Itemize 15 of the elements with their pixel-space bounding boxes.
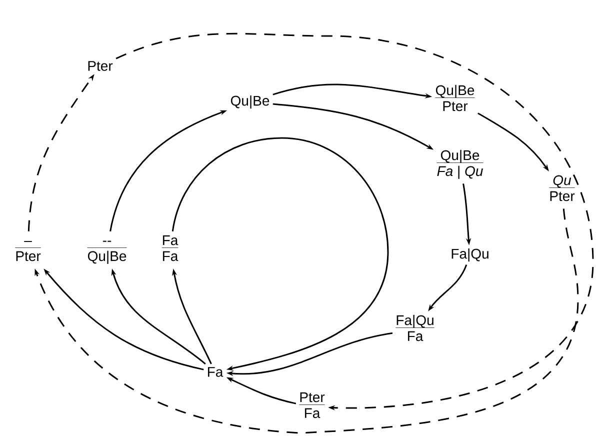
fraction-label: Fa|Qu Fa	[395, 314, 435, 342]
fraction-label: -- Qu|Be	[87, 240, 127, 264]
term-label: Qu|Be	[230, 95, 270, 109]
fraction-label: Fa Fa	[162, 235, 178, 262]
fraction-label: Qu|Be Fa | Qu	[436, 150, 484, 179]
fraction-label: Qu Pter	[548, 175, 576, 202]
fraction-label: – Pter	[14, 241, 42, 262]
dashed-arrow	[116, 32, 594, 410]
fraction-label: Pter Fa	[298, 392, 326, 418]
fraction-label: Qu|Be Pter	[435, 84, 475, 112]
term-label: Fa|Qu	[452, 248, 488, 262]
term-label: Fa	[208, 367, 224, 377]
dashed-arrow	[34, 208, 579, 434]
term-label: Pter	[88, 61, 113, 71]
arrow	[172, 137, 389, 371]
